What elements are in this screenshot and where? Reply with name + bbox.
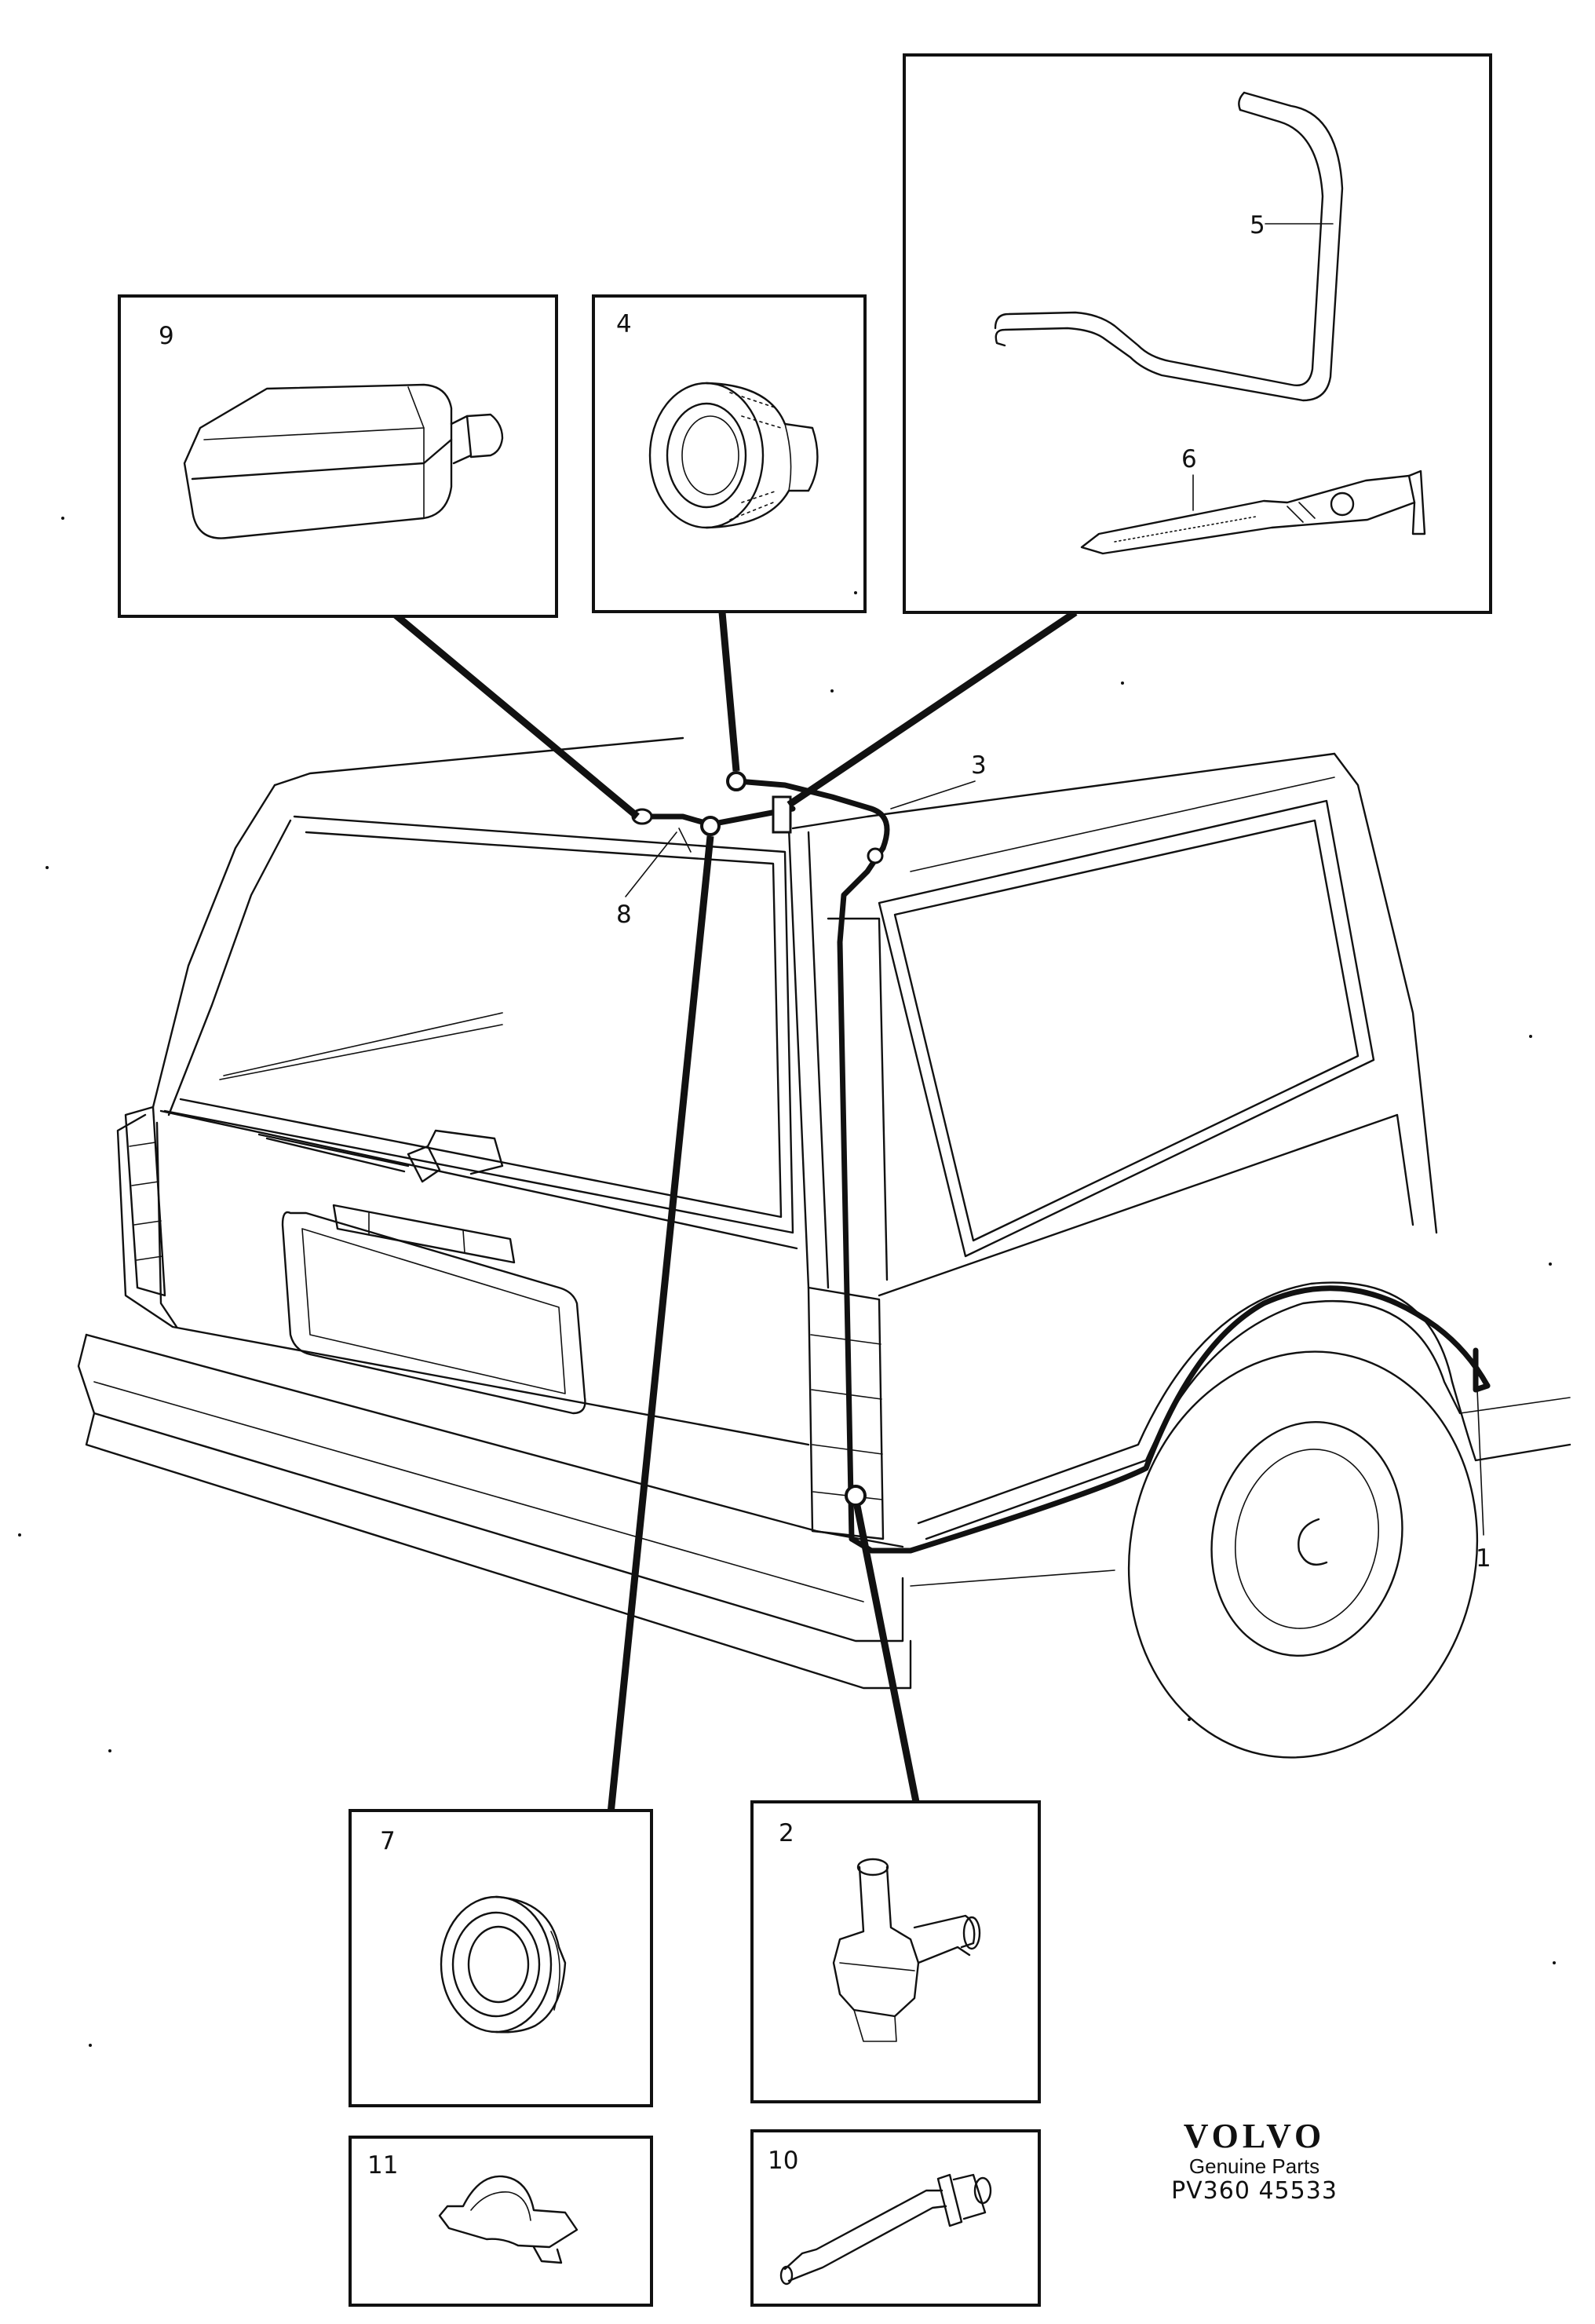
leader-lines <box>390 609 1484 1814</box>
detail-box-9: 9 <box>118 294 558 618</box>
callout-9: 9 <box>159 322 174 350</box>
callout-8: 8 <box>616 901 632 929</box>
callout-2: 2 <box>779 1819 794 1847</box>
detail-box-2: 2 <box>750 1800 1041 2103</box>
volvo-logo: VOLVO <box>1183 2117 1326 2155</box>
detail-box-10: 10 <box>750 2129 1041 2307</box>
callout-11: 11 <box>367 2151 398 2180</box>
brand-tagline: Genuine Parts <box>1188 2154 1320 2178</box>
pipe-connector-drawing <box>779 2173 992 2286</box>
clip-drawing <box>438 2175 579 2264</box>
hose-drawing <box>994 91 1344 402</box>
detail-box-11: 11 <box>349 2136 653 2307</box>
grommet-7-drawing <box>440 1895 567 2034</box>
brand-block: VOLVO Genuine Parts PV360 45533 <box>1152 2118 1356 2205</box>
grommet-drawing <box>648 382 819 529</box>
detail-box-7: 7 <box>349 1809 653 2107</box>
t-connector-drawing <box>832 1858 981 2042</box>
callout-1: 1 <box>1476 1544 1491 1573</box>
callout-7: 7 <box>380 1827 396 1855</box>
callout-4: 4 <box>616 310 632 338</box>
callout-6: 6 <box>1181 445 1197 473</box>
cable-tie-drawing <box>1080 470 1426 555</box>
washer-hose-route <box>631 771 1491 1554</box>
scan-speckles <box>18 517 1556 2047</box>
callout-10: 10 <box>768 2147 798 2175</box>
callout-5: 5 <box>1250 211 1265 239</box>
car-body <box>77 736 1571 1759</box>
detail-box-5-6: 5 6 <box>903 53 1492 614</box>
callout-3: 3 <box>971 751 987 780</box>
diagram-code: PV360 45533 <box>1171 2177 1338 2205</box>
detail-box-4: 4 <box>592 294 867 613</box>
washer-reservoir-drawing <box>183 383 504 539</box>
